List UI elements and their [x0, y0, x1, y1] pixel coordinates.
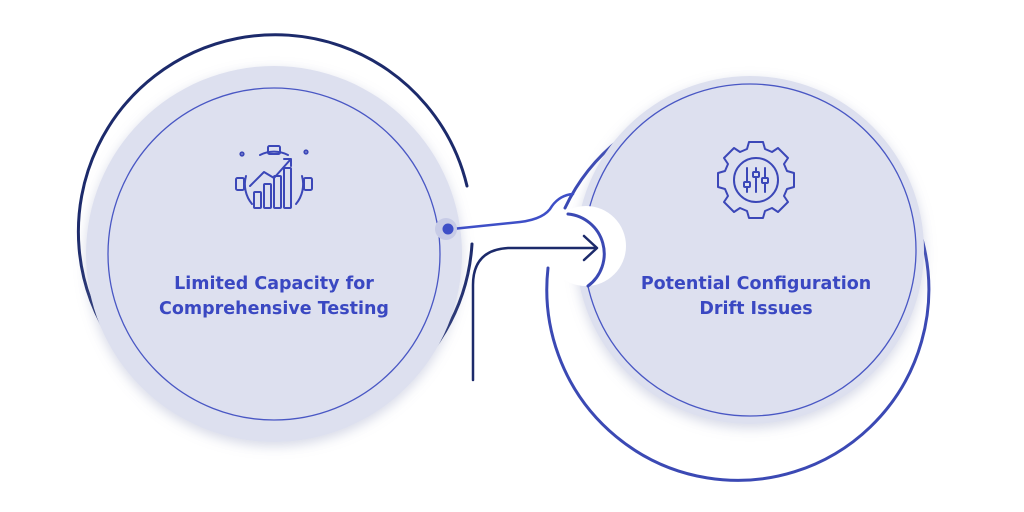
node-configuration-drift [545, 76, 931, 482]
node-label-line: Comprehensive Testing [159, 299, 389, 319]
connector-lower-line [471, 246, 598, 382]
node-label-line: Drift Issues [699, 299, 813, 319]
arrow-head-icon [582, 234, 599, 262]
gear-bar-chart-icon [235, 145, 313, 209]
right-notch [546, 206, 626, 286]
node-label-limited-capacity: Limited Capacity for Comprehensive Testi… [124, 272, 424, 322]
node-label-line: Potential Configuration [640, 274, 872, 294]
connector-dot [442, 223, 454, 235]
right-disc [576, 76, 924, 424]
node-label-configuration-drift: Potential Configuration Drift Issues [606, 272, 906, 322]
node-label-line: Limited Capacity for [174, 274, 374, 294]
left-disc [86, 66, 462, 442]
connector-group [435, 192, 599, 382]
connector-upper-line [450, 192, 575, 231]
node-limited-capacity [76, 33, 474, 442]
left-inner-ring [107, 87, 441, 421]
gear-sliders-icon [717, 141, 795, 219]
right-notch-edge [566, 212, 606, 288]
